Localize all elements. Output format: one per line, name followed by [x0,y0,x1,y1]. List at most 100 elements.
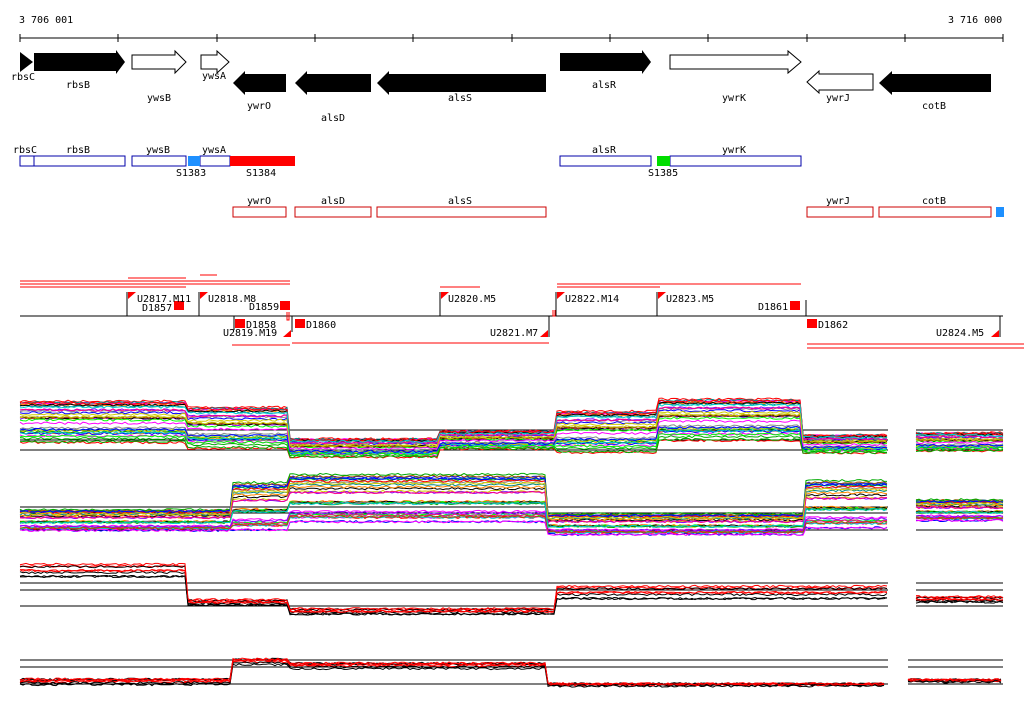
gene-label-ywsA: ywsA [202,71,226,82]
segment-label-ywrO: ywrO [247,196,271,207]
expression-trace [915,510,1004,515]
segment-box-ywrK[interactable] [669,155,802,167]
marker-label-S1384: S1384 [246,168,276,179]
gene-arrow-ywrO[interactable] [233,71,286,95]
segment-track-plus: rbsC rbsB ywsB ywsA alsR ywrK S1383 S138… [13,145,802,179]
expression-trace [19,501,888,529]
gene-label-rbsC: rbsC [11,72,35,83]
expression-trace [19,472,888,516]
ruler-ticks [19,34,1004,42]
expression-trace [907,679,1002,683]
expression-trace [915,446,1004,450]
tu-label-D1862: D1862 [818,320,848,331]
expression-trace [19,419,888,451]
segment-label-alsS: alsS [448,196,472,207]
square-D1862[interactable] [807,319,817,328]
marker-label-S1383: S1383 [176,168,206,179]
expression-trace [915,438,1004,442]
segment-label-ywrK: ywrK [722,145,746,156]
segment-label-ywrJ: ywrJ [826,196,850,207]
expression-trace [19,477,888,518]
tu-label-D1860: D1860 [306,320,336,331]
expression-trace [19,562,888,611]
marker-S1384[interactable] [230,156,295,166]
expression-trace [19,437,888,459]
gene-arrow-alsS[interactable] [377,71,546,95]
expression-trace [915,502,1004,506]
expression-trace [19,564,888,612]
segment-box-alsR[interactable] [559,155,652,167]
expression-trace [915,433,1004,438]
flag-U2819[interactable] [283,330,291,337]
gene-arrow-alsD[interactable] [295,71,371,95]
square-D1860[interactable] [295,319,305,328]
flag-U2820[interactable] [441,292,449,299]
expression-trace [19,403,888,443]
gene-arrow-ywsA[interactable] [200,49,230,75]
expression-trace [19,569,888,614]
flag-U2817[interactable] [128,292,136,299]
expression-trace [915,449,1004,452]
gene-label-alsD: alsD [321,113,345,124]
tu-label-U2819: U2819.M19 [223,328,277,339]
tu-label-U2820: U2820.M5 [448,294,496,305]
coordinate-ruler: 3 706 001 3 716 000 [19,15,1004,42]
flag-U2821[interactable] [540,330,548,337]
flag-U2824[interactable] [991,330,999,337]
expression-trace [915,500,1004,504]
square-D1858[interactable] [235,319,245,328]
segment-box-ywrJ[interactable] [806,206,874,218]
segment-box-rbsC-rbsB[interactable] [19,155,126,167]
flag-U2823[interactable] [658,292,666,299]
gene-arrow-cotB[interactable] [879,71,991,95]
expression-trace [19,574,888,616]
gene-arrow-ywsB[interactable] [131,49,187,75]
expression-trace [19,520,888,537]
marker-label-S1385: S1385 [648,168,678,179]
gene-arrow-ywrJ[interactable] [806,69,874,95]
marker-blue-end[interactable] [996,207,1004,217]
marker-S1383[interactable] [188,156,200,166]
segment-box-ywsB[interactable] [131,155,187,167]
square-D1859[interactable] [280,301,290,310]
tu-label-D1859: D1859 [249,302,279,313]
expression-trace [19,475,888,517]
segment-label-alsR: alsR [592,145,617,156]
gene-label-rbsB: rbsB [66,80,90,91]
segment-label-ywsB: ywsB [146,145,170,156]
tu-label-D1861: D1861 [758,302,788,313]
segment-box-ywsA[interactable] [199,155,231,167]
flag-U2822[interactable] [557,292,565,299]
gene-arrow-rbsC[interactable] [20,52,33,72]
gene-arrow-ywrK[interactable] [669,49,802,75]
expression-trace [915,498,1004,502]
transcript-track: U2817.M11 D1857 U2818.M8 D1859 D1858 U28… [20,274,1024,349]
square-D1861[interactable] [790,301,800,310]
segment-box-alsD[interactable] [294,206,372,218]
expression-trace [916,595,1004,599]
gene-arrow-rbsB[interactable] [34,50,125,74]
marker-S1385[interactable] [657,156,670,166]
gene-arrow-alsR[interactable] [560,50,651,74]
segment-label-ywsA: ywsA [202,145,226,156]
square-D1857[interactable] [174,301,184,310]
expression-trace [19,429,888,455]
expression-panel-4 [19,657,1003,688]
expression-trace [19,485,888,521]
tu-label-U2821: U2821.M7 [490,328,538,339]
expression-trace [19,490,888,524]
gene-label-ywrO: ywrO [247,101,271,112]
segment-box-ywrO[interactable] [232,206,287,218]
flag-U2818[interactable] [200,292,208,299]
gene-label-ywrK: ywrK [722,93,746,104]
tu-label-D1858: D1858 [246,320,276,331]
segment-box-cotB[interactable] [878,206,992,218]
expression-trace [19,434,888,457]
gene-label-ywsB: ywsB [147,93,171,104]
segment-box-alsS[interactable] [376,206,547,218]
expression-trace [915,440,1004,445]
ruler-start-label: 3 706 001 [19,15,73,26]
tu-label-U2822: U2822.M14 [565,294,619,305]
